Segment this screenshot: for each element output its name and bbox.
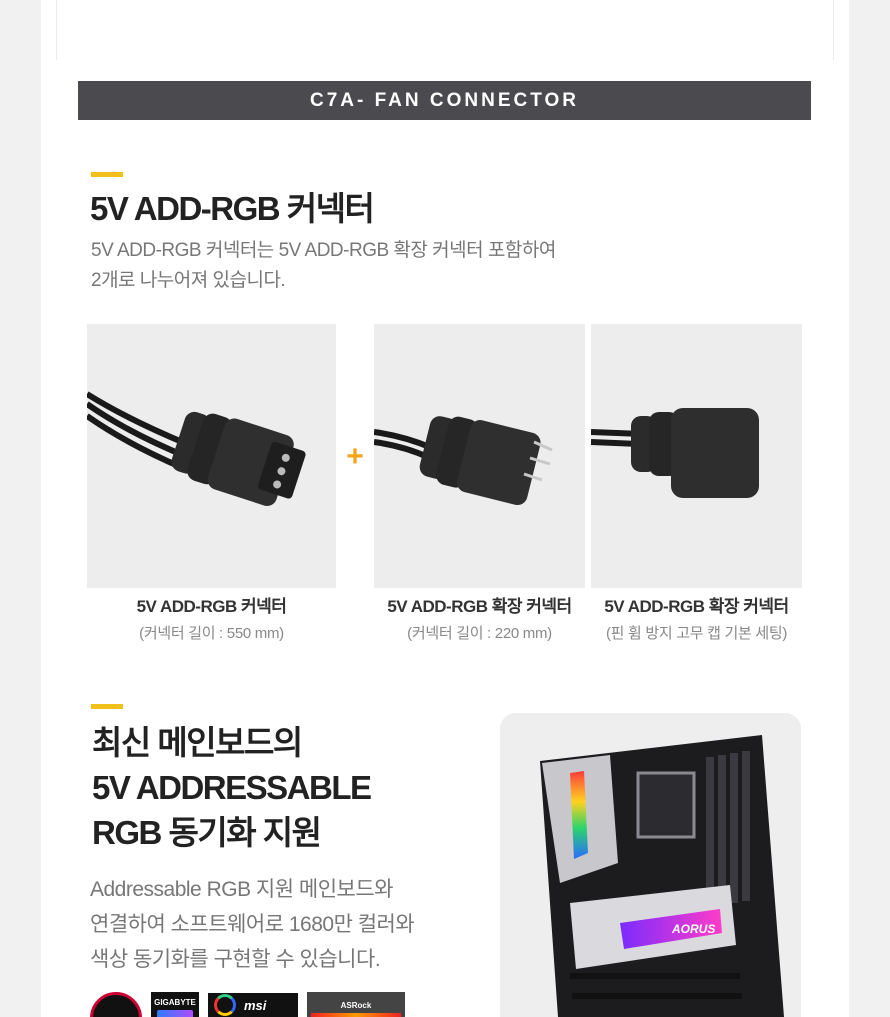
heading-line: 최신 메인보드의	[92, 724, 303, 761]
product-caption: 5V ADD-RGB 커넥터 (커넥터 길이 : 550 mm)	[87, 596, 336, 645]
section-banner: C7A- FAN CONNECTOR	[78, 81, 811, 120]
product-subtitle: (커넥터 길이 : 550 mm)	[139, 625, 284, 642]
product-title: 5V ADD-RGB 확장 커넥터	[604, 597, 789, 616]
connector-photo-cap	[591, 324, 802, 588]
product-title: 5V ADD-RGB 확장 커넥터	[387, 597, 572, 616]
product-subtitle: (커넥터 길이 : 220 mm)	[407, 625, 552, 642]
logo-text: ASRock	[340, 1001, 372, 1010]
motherboard-image: AORUS	[500, 713, 801, 1017]
product-caption: 5V ADD-RGB 확장 커넥터 (핀 휨 방지 고무 캡 기본 세팅)	[591, 596, 802, 645]
accent-bar	[91, 704, 123, 709]
section-description: 5V ADD-RGB 커넥터는 5V ADD-RGB 확장 커넥터 포함하여 2…	[91, 236, 556, 296]
section-heading: 최신 메인보드의 5V ADDRESSABLE RGB 동기화 지원	[92, 720, 372, 855]
description-line: Addressable RGB 지원 메인보드와	[90, 878, 394, 901]
product-title: 5V ADD-RGB 커넥터	[136, 597, 287, 616]
product-caption: 5V ADD-RGB 확장 커넥터 (커넥터 길이 : 220 mm)	[374, 596, 585, 645]
connector-photo-extension	[374, 324, 585, 588]
logo-text: GIGABYTE	[154, 997, 196, 1007]
section-description: Addressable RGB 지원 메인보드와 연결하여 소프트웨어로 168…	[90, 872, 415, 977]
gigabyte-rgb-logo: GIGABYTE	[151, 992, 199, 1017]
accent-bar	[91, 172, 123, 177]
plus-icon: +	[346, 440, 364, 473]
rgb-sync-logos: GIGABYTE msi ASRock	[90, 992, 405, 1017]
heading-line: RGB 동기화 지원	[92, 814, 322, 851]
asus-aura-logo	[90, 992, 142, 1017]
connector-photo-main	[87, 324, 336, 588]
section-heading: 5V ADD-RGB 커넥터	[90, 190, 375, 227]
product-detail-page: C7A- FAN CONNECTOR 5V ADD-RGB 커넥터 5V ADD…	[41, 0, 849, 1017]
heading-line: 5V ADDRESSABLE	[92, 769, 372, 806]
description-line: 2개로 나누어져 있습니다.	[91, 270, 286, 291]
product-subtitle: (핀 휨 방지 고무 캡 기본 세팅)	[605, 625, 788, 642]
banner-title: C7A- FAN CONNECTOR	[310, 89, 579, 111]
asrock-polychrome-logo: ASRock	[307, 992, 405, 1017]
logo-text: msi	[244, 997, 267, 1013]
description-line: 색상 동기화를 구현할 수 있습니다.	[90, 948, 381, 971]
msi-mystic-light-logo: msi	[208, 993, 298, 1017]
description-line: 5V ADD-RGB 커넥터는 5V ADD-RGB 확장 커넥터 포함하여	[91, 240, 556, 261]
board-brand: AORUS	[671, 922, 715, 936]
top-frame	[56, 0, 834, 60]
description-line: 연결하여 소프트웨어로 1680만 컬러와	[90, 913, 415, 936]
